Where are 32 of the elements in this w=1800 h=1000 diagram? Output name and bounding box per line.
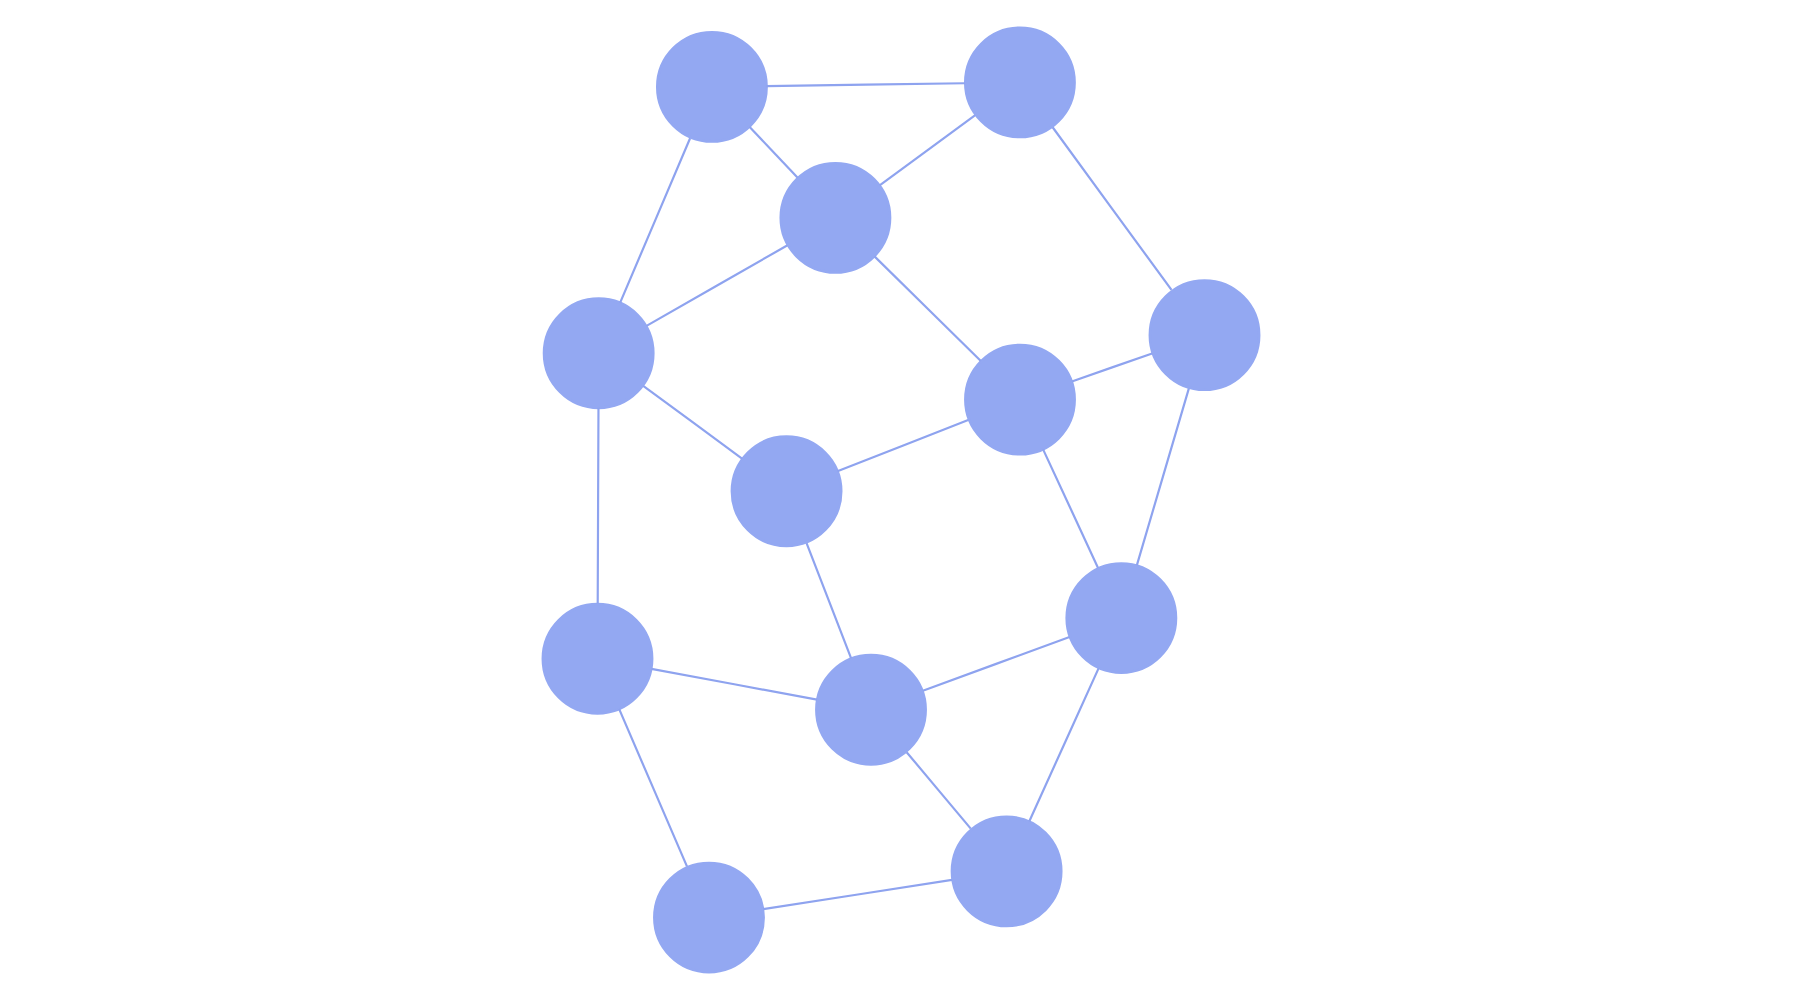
connector <box>836 418 968 473</box>
connector <box>765 82 964 88</box>
connector <box>872 255 981 362</box>
node-circle <box>652 861 764 974</box>
node-circle <box>962 26 1075 139</box>
node-circle <box>814 653 926 766</box>
connector <box>650 667 817 701</box>
connector <box>1050 126 1172 291</box>
connector <box>878 114 975 187</box>
connector <box>1027 667 1099 822</box>
connector <box>904 751 971 830</box>
connector <box>618 137 691 304</box>
connector <box>1041 448 1099 569</box>
connector <box>921 636 1069 692</box>
connector <box>804 542 852 659</box>
connector <box>1134 388 1189 566</box>
node-circle <box>1064 562 1177 674</box>
node-circle <box>963 343 1075 456</box>
connector <box>595 407 599 604</box>
connector <box>762 878 952 911</box>
connector <box>747 125 798 179</box>
node-circle <box>1147 279 1260 392</box>
connector <box>641 385 742 460</box>
connector <box>1070 352 1152 383</box>
node-circle <box>540 602 653 715</box>
node-circle <box>541 297 654 410</box>
node-circle <box>655 30 767 143</box>
node-circle <box>729 435 842 548</box>
connector <box>644 244 788 327</box>
connector <box>617 708 687 867</box>
node-circle <box>778 161 891 274</box>
node-circle <box>949 815 1062 928</box>
